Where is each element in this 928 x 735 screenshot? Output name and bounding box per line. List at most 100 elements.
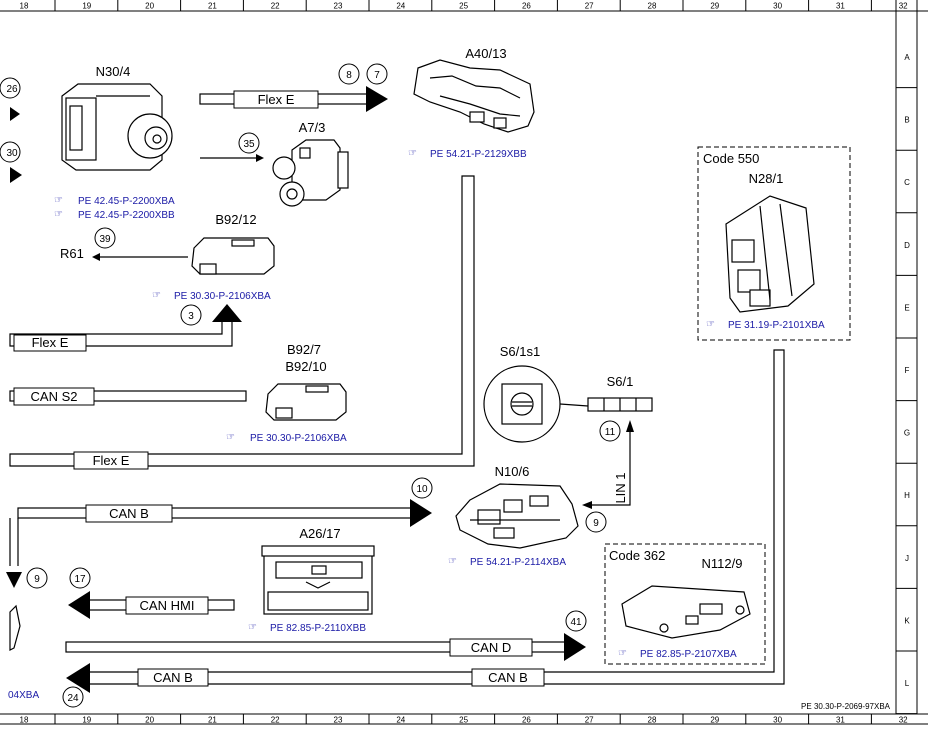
label-a7-3: A7/3	[299, 120, 326, 135]
ref-pointer-icon: ☞	[152, 290, 161, 301]
row-label-K: K	[904, 616, 910, 625]
column-label-28: 28	[648, 716, 657, 725]
marker-3: 3	[180, 304, 202, 326]
ref-b92-12[interactable]: PE 30.30-P-2106XBA	[174, 291, 271, 302]
label-s6-1s1: S6/1s1	[500, 344, 540, 359]
column-label-28: 28	[648, 2, 657, 11]
n112-9-reference: ☞ PE 82.85-P-2107XBA	[618, 648, 737, 660]
a40-13-component: A40/13	[413, 46, 535, 133]
ref-pointer-icon: ☞	[408, 148, 417, 159]
ref-n30-4-b[interactable]: PE 42.45-P-2200XBB	[78, 210, 175, 221]
column-label-22: 22	[271, 2, 280, 11]
column-label-25: 25	[459, 2, 468, 11]
can-hmi-bus: CAN HMI	[68, 591, 235, 619]
label-n30-4: N30/4	[96, 64, 131, 79]
a7-3-signal-arrow	[200, 154, 264, 162]
marker-30: 30	[0, 141, 21, 163]
bus-label-flex-e-low: Flex E	[93, 453, 130, 468]
label-r61: R61	[60, 246, 84, 261]
row-label-L: L	[905, 679, 910, 688]
svg-text:41: 41	[570, 617, 582, 628]
label-code-550: Code 550	[703, 151, 759, 166]
column-label-26: 26	[522, 716, 531, 725]
column-label-27: 27	[585, 2, 594, 11]
ref-b92-7[interactable]: PE 30.30-P-2106XBA	[250, 433, 347, 444]
label-a26-17: A26/17	[299, 526, 340, 541]
ref-n10-6[interactable]: PE 54.21-P-2114XBA	[470, 557, 566, 568]
r61-arrow	[92, 253, 188, 261]
marker-9-right: 9	[585, 511, 607, 533]
ref-pointer-icon: ☞	[226, 432, 235, 443]
svg-text:35: 35	[243, 139, 255, 150]
svg-text:9: 9	[593, 518, 599, 529]
row-label-J: J	[905, 554, 909, 563]
label-b92-10: B92/10	[285, 359, 326, 374]
bus-label-can-hmi: CAN HMI	[140, 598, 195, 613]
column-label-26: 26	[522, 2, 531, 11]
row-label-D: D	[904, 241, 910, 250]
ref-pointer-icon: ☞	[618, 648, 627, 659]
column-label-18: 18	[20, 2, 29, 11]
ref-pointer-icon: ☞	[54, 195, 63, 206]
marker-39: 39	[94, 227, 116, 249]
row-label-B: B	[904, 116, 909, 125]
b92-7-b92-10-sensor: B92/7 B92/10	[265, 342, 347, 421]
code-362-group: Code 362 N112/9	[604, 543, 766, 665]
label-code-362: Code 362	[609, 548, 665, 563]
ref-a40-13[interactable]: PE 54.21-P-2129XBB	[430, 149, 527, 160]
marker-11: 11	[599, 420, 621, 442]
column-label-32: 32	[899, 2, 908, 11]
label-n10-6: N10/6	[495, 464, 530, 479]
svg-text:17: 17	[74, 574, 86, 585]
footer-doc-reference: PE 30.30-P-2069-97XBA	[801, 702, 891, 711]
marker-17: 17	[69, 567, 91, 589]
svg-text:39: 39	[99, 234, 111, 245]
column-label-25: 25	[459, 716, 468, 725]
b92-12-reference: ☞ PE 30.30-P-2106XBA	[152, 290, 271, 302]
n30-4-module: N30/4	[61, 64, 173, 171]
column-label-29: 29	[710, 2, 719, 11]
ref-pointer-icon: ☞	[706, 319, 715, 330]
bus-label-can-b-1: CAN B	[109, 506, 149, 521]
svg-text:8: 8	[346, 70, 352, 81]
can-b-bus-2: CAN B CAN B	[66, 349, 785, 693]
can-d-bus: CAN D	[65, 633, 586, 661]
lin1-bus: LIN 1	[582, 420, 634, 509]
ref-left-cut[interactable]: 04XBA	[8, 690, 39, 701]
ref-a26-17[interactable]: PE 82.85-P-2110XBB	[270, 623, 366, 634]
bus-label-can-d: CAN D	[471, 640, 511, 655]
column-label-24: 24	[396, 2, 405, 11]
row-label-G: G	[904, 429, 910, 438]
ref-n30-4-a[interactable]: PE 42.45-P-2200XBA	[78, 196, 175, 207]
a7-3-component: A7/3	[272, 120, 349, 207]
svg-text:10: 10	[416, 484, 428, 495]
column-label-21: 21	[208, 2, 217, 11]
row-label-C: C	[904, 178, 910, 187]
n10-6-reference: ☞ PE 54.21-P-2114XBA	[448, 556, 566, 568]
svg-text:24: 24	[67, 693, 79, 704]
ref-n112-9[interactable]: PE 82.85-P-2107XBA	[640, 649, 737, 660]
marker-7: 7	[366, 63, 388, 85]
label-s6-1: S6/1	[607, 374, 634, 389]
s6-1-connector: S6/1	[587, 374, 653, 412]
column-label-24: 24	[396, 716, 405, 725]
ref-n28-1[interactable]: PE 31.19-P-2101XBA	[728, 320, 825, 331]
label-n28-1: N28/1	[749, 171, 784, 186]
column-label-22: 22	[271, 716, 280, 725]
flex-e-top-bus: Flex E	[199, 86, 388, 112]
column-label-29: 29	[710, 716, 719, 725]
bus-label-flex-e-top: Flex E	[258, 92, 295, 107]
label-b92-7: B92/7	[287, 342, 321, 357]
column-label-20: 20	[145, 2, 154, 11]
svg-text:26: 26	[6, 84, 18, 95]
ref-pointer-icon: ☞	[248, 622, 257, 633]
marker-35: 35	[238, 132, 260, 154]
marker-24: 24	[62, 686, 84, 708]
row-label-F: F	[905, 366, 910, 375]
row-label-E: E	[904, 303, 909, 312]
b92-7-reference: ☞ PE 30.30-P-2106XBA	[226, 432, 347, 444]
svg-text:9: 9	[34, 574, 40, 585]
svg-text:7: 7	[374, 70, 380, 81]
